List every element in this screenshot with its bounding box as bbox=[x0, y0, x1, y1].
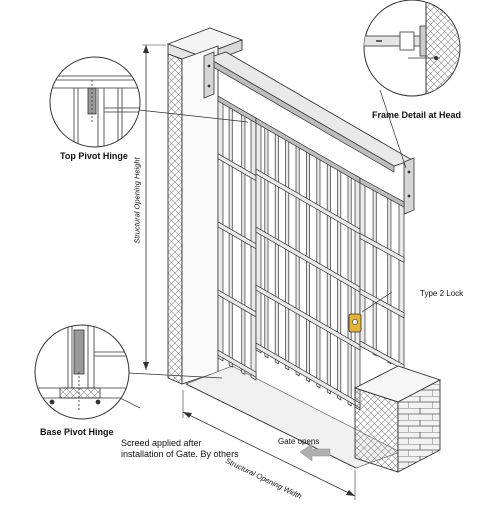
gate-leaf-bar bbox=[264, 123, 269, 359]
left-wall bbox=[166, 27, 244, 385]
base-pivot-hinge-callout bbox=[34, 324, 130, 420]
side-panel-rail bbox=[217, 349, 257, 378]
gate-leaf-bar bbox=[274, 129, 279, 365]
right-panel-bar bbox=[387, 193, 392, 365]
screed-note: Screed applied after installation of Gat… bbox=[121, 438, 239, 459]
frame-detail-callout bbox=[363, 0, 461, 97]
side-panel-rail bbox=[217, 289, 257, 318]
type-2-lock bbox=[348, 313, 362, 333]
height-dimension bbox=[142, 44, 166, 370]
gate-frame bbox=[203, 51, 415, 215]
side-panel-bar bbox=[228, 102, 233, 368]
frame-detail-at-head-label: Frame Detail at Head bbox=[372, 110, 462, 120]
gate-leaf bbox=[255, 117, 361, 411]
right-panel-rail bbox=[359, 232, 405, 264]
top-pivot-hinge-callout bbox=[49, 56, 141, 148]
right-panel-rail bbox=[359, 340, 405, 371]
right-panel-stile-right bbox=[398, 198, 405, 371]
gate-leaf-bar bbox=[337, 165, 342, 401]
right-panel-bar bbox=[372, 185, 377, 357]
right-panel-rail bbox=[359, 177, 405, 208]
type-2-lock-label: Type 2 Lock bbox=[420, 289, 464, 298]
structural-opening-height-label: Structural Opening Height bbox=[132, 157, 142, 244]
width-dimension bbox=[182, 390, 356, 500]
gate-opens-label: Gate opens bbox=[278, 437, 320, 446]
right-panel-rail bbox=[359, 288, 405, 319]
gate-leaf-bar bbox=[295, 141, 300, 377]
side-panel-bar bbox=[241, 110, 246, 376]
gate-leaf-stile-left bbox=[255, 117, 262, 354]
gate-leaf-bar bbox=[347, 171, 352, 407]
side-panel-rail bbox=[217, 95, 257, 124]
side-panel-rail bbox=[217, 153, 257, 182]
gate-leaf-bar bbox=[316, 153, 321, 389]
gate-leaf-bar bbox=[285, 135, 290, 371]
gate-leaf-stile-right bbox=[354, 174, 361, 411]
right-brick-pier bbox=[353, 365, 442, 473]
top-pivot-hinge-label: Top Pivot Hinge bbox=[60, 151, 128, 161]
gate-leaf-bar bbox=[326, 159, 331, 395]
leader-lines bbox=[115, 89, 407, 409]
side-panel-rail bbox=[217, 221, 257, 250]
right-panel bbox=[359, 177, 405, 371]
gate-opens-arrow bbox=[299, 443, 331, 462]
gate-leaf-rail bbox=[255, 284, 361, 351]
base-pivot-hinge-label: Base Pivot Hinge bbox=[40, 427, 114, 437]
gate-leaf-bar bbox=[306, 147, 310, 383]
side-panel bbox=[217, 95, 257, 381]
